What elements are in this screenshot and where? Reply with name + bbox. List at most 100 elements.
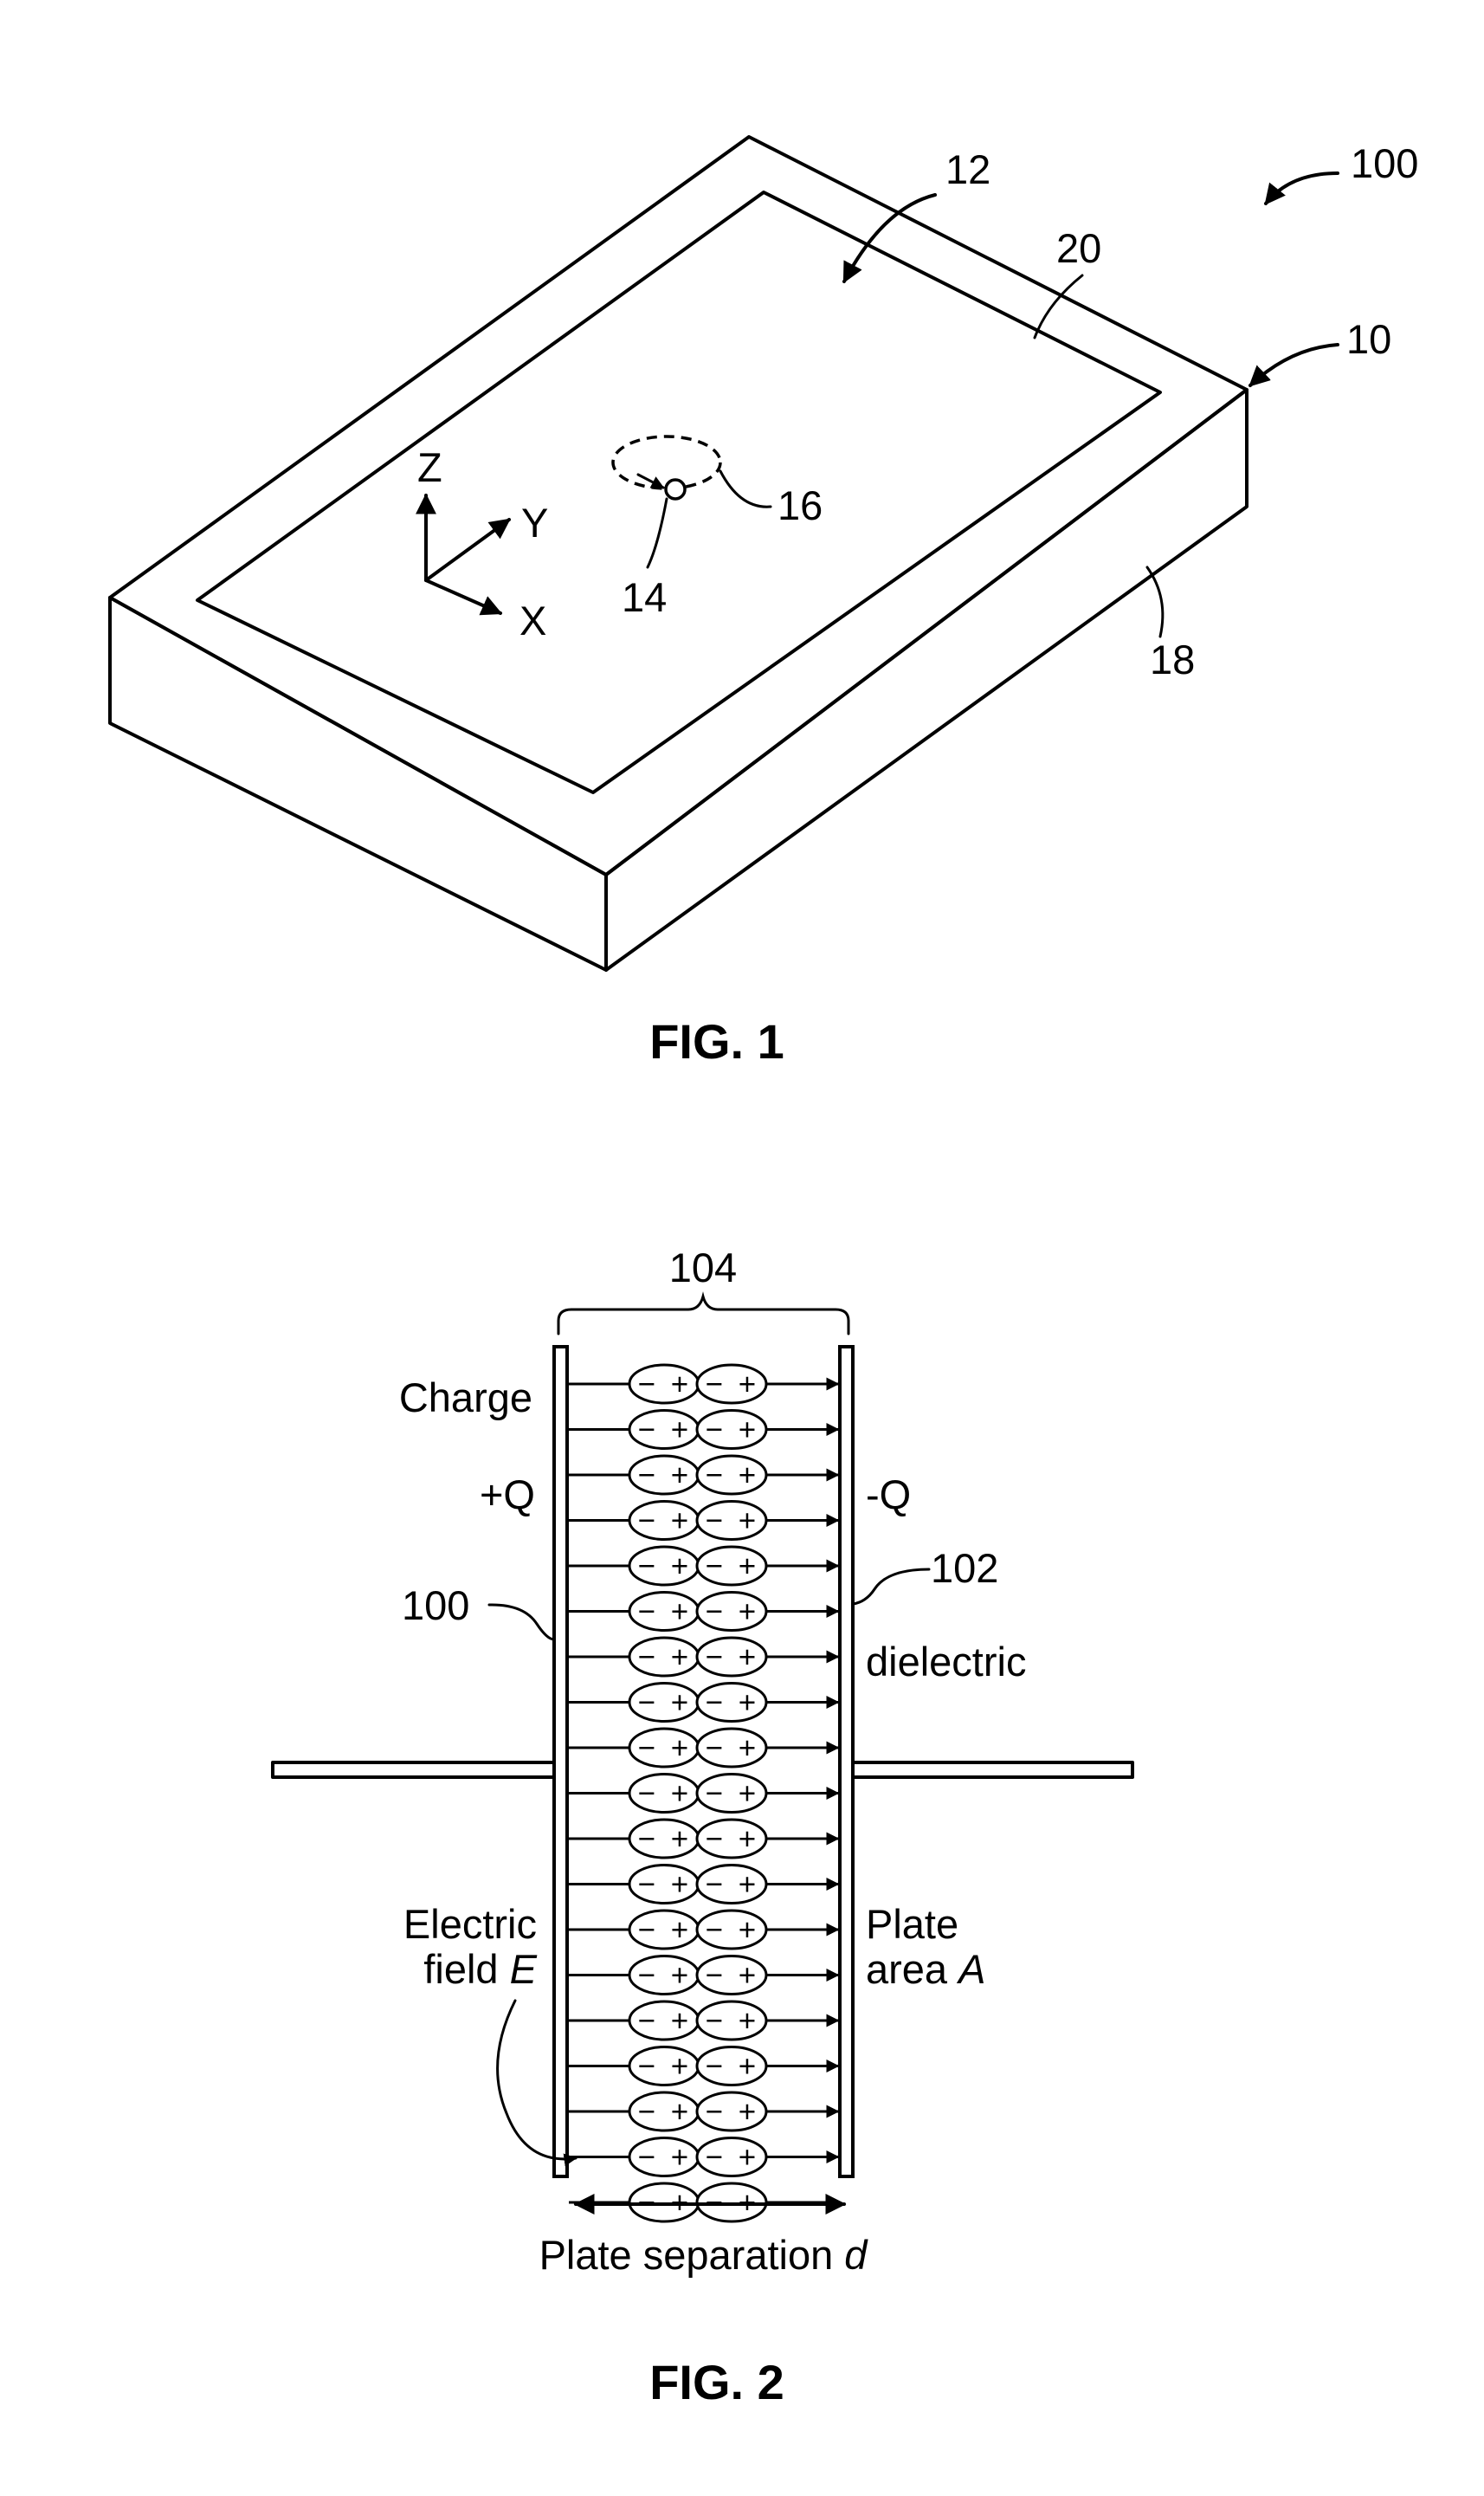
dipole: −+: [629, 1593, 699, 1631]
dipole-plus: +: [739, 1458, 756, 1492]
dipole-minus: −: [706, 2095, 723, 2129]
dipole: −+: [629, 1775, 699, 1813]
dipole-plus: +: [739, 1868, 756, 1902]
ref-14: 14: [622, 574, 667, 620]
right-plate-102: [840, 1347, 853, 2176]
dipole-minus: −: [638, 2050, 655, 2084]
coordinate-axes: Z Y X: [417, 444, 548, 643]
ref-18: 18: [1150, 637, 1195, 682]
field-row: −+−+: [569, 1456, 838, 1494]
field-row: −+−+: [569, 1638, 838, 1676]
plus-q-label: +Q: [480, 1471, 535, 1517]
field-row: −+−+: [569, 1411, 838, 1449]
dipole-minus: −: [706, 1959, 723, 1993]
dipole-plus: +: [739, 1368, 756, 1401]
dipole: −+: [697, 1593, 766, 1631]
dipole-plus: +: [739, 1549, 756, 1583]
dipole: −+: [697, 1547, 766, 1585]
dipole-minus: −: [638, 1959, 655, 1993]
dipole-minus: −: [638, 2095, 655, 2129]
dipole-minus: −: [638, 1868, 655, 1902]
dipole: −+: [629, 1684, 699, 1722]
dipole-plus: +: [739, 1595, 756, 1629]
field-row: −+−+: [569, 2047, 838, 2085]
ref-16: 16: [777, 482, 823, 528]
dipole-minus: −: [706, 2141, 723, 2175]
field-row: −+−+: [569, 2092, 838, 2131]
dipole-minus: −: [706, 1686, 723, 1720]
dipole: −+: [629, 1911, 699, 1949]
dipole-minus: −: [638, 1640, 655, 1674]
housing-front-face: [110, 598, 606, 970]
field-row: −+−+: [569, 2001, 838, 2040]
dipole-plus: +: [671, 1458, 688, 1492]
dipole-minus: −: [706, 1368, 723, 1401]
right-lead: [853, 1762, 1132, 1777]
axis-z-label: Z: [417, 444, 442, 490]
dipole-plus: +: [671, 1413, 688, 1447]
dipole-minus: −: [706, 2004, 723, 2038]
ref-102: 102: [931, 1545, 998, 1591]
field-row: −+−+: [569, 1684, 838, 1722]
dipole: −+: [629, 2047, 699, 2085]
figure-2-caption: FIG. 2: [649, 2355, 784, 2409]
minus-q-label: -Q: [866, 1471, 911, 1517]
leader-100-plate: [489, 1605, 554, 1639]
dipole-plus: +: [739, 1640, 756, 1674]
dipole-minus: −: [638, 1731, 655, 1765]
field-row: −+−+: [569, 1593, 838, 1631]
dipole: −+: [629, 2092, 699, 2131]
ref-100-plate: 100: [402, 1582, 469, 1628]
dipole-plus: +: [671, 2050, 688, 2084]
dipole-minus: −: [706, 1822, 723, 1856]
dipole-plus: +: [739, 1504, 756, 1538]
dipole-plus: +: [671, 1549, 688, 1583]
ref-100: 100: [1351, 140, 1418, 186]
dipole: −+: [697, 1502, 766, 1540]
dipole-minus: −: [706, 1913, 723, 1947]
dipole: −+: [629, 2001, 699, 2040]
dipole: −+: [697, 1775, 766, 1813]
figure-2: 104 −+−+−+−+−+−+−+−+−+−+−+−+−+−+−+−+−+−+…: [273, 1245, 1132, 2409]
dipole-plus: +: [671, 1731, 688, 1765]
dipole-plus: +: [739, 1731, 756, 1765]
dipole-plus: +: [671, 1913, 688, 1947]
x-axis-arrow: [426, 580, 500, 613]
ref-12: 12: [945, 146, 990, 192]
touch-point-14: [666, 480, 685, 499]
dipole-plus: +: [739, 1413, 756, 1447]
dipole-minus: −: [638, 1549, 655, 1583]
dipole: −+: [697, 1866, 766, 1904]
dipole-minus: −: [638, 2004, 655, 2038]
dipole-plus: +: [671, 1640, 688, 1674]
dipole: −+: [629, 1866, 699, 1904]
leader-100: [1266, 173, 1338, 204]
dipole-minus: −: [638, 1822, 655, 1856]
dipole-minus: −: [706, 1640, 723, 1674]
dipole-plus: +: [671, 1368, 688, 1401]
dipole: −+: [697, 1911, 766, 1949]
dipole-minus: −: [638, 1458, 655, 1492]
axis-y-label: Y: [521, 500, 548, 546]
field-row: −+−+: [569, 1956, 838, 1995]
dipole-minus: −: [638, 1686, 655, 1720]
dipole: −+: [697, 1638, 766, 1676]
dipole-plus: +: [671, 1504, 688, 1538]
dipole-minus: −: [638, 1504, 655, 1538]
dipole: −+: [697, 1456, 766, 1494]
field-row: −+−+: [569, 1502, 838, 1540]
dipole-plus: +: [671, 1822, 688, 1856]
axis-x-label: X: [519, 598, 546, 643]
dipole: −+: [697, 2092, 766, 2131]
field-label: field E: [423, 1946, 537, 1992]
dipole: −+: [629, 1411, 699, 1449]
gap-brace-104: [558, 1296, 848, 1334]
dipole-plus: +: [739, 2095, 756, 2129]
dipole-plus: +: [739, 1686, 756, 1720]
dipole: −+: [629, 1729, 699, 1767]
dipole: −+: [697, 2138, 766, 2176]
dipole: −+: [697, 1411, 766, 1449]
dipole: −+: [697, 1820, 766, 1858]
dielectric-label: dielectric: [866, 1639, 1026, 1684]
